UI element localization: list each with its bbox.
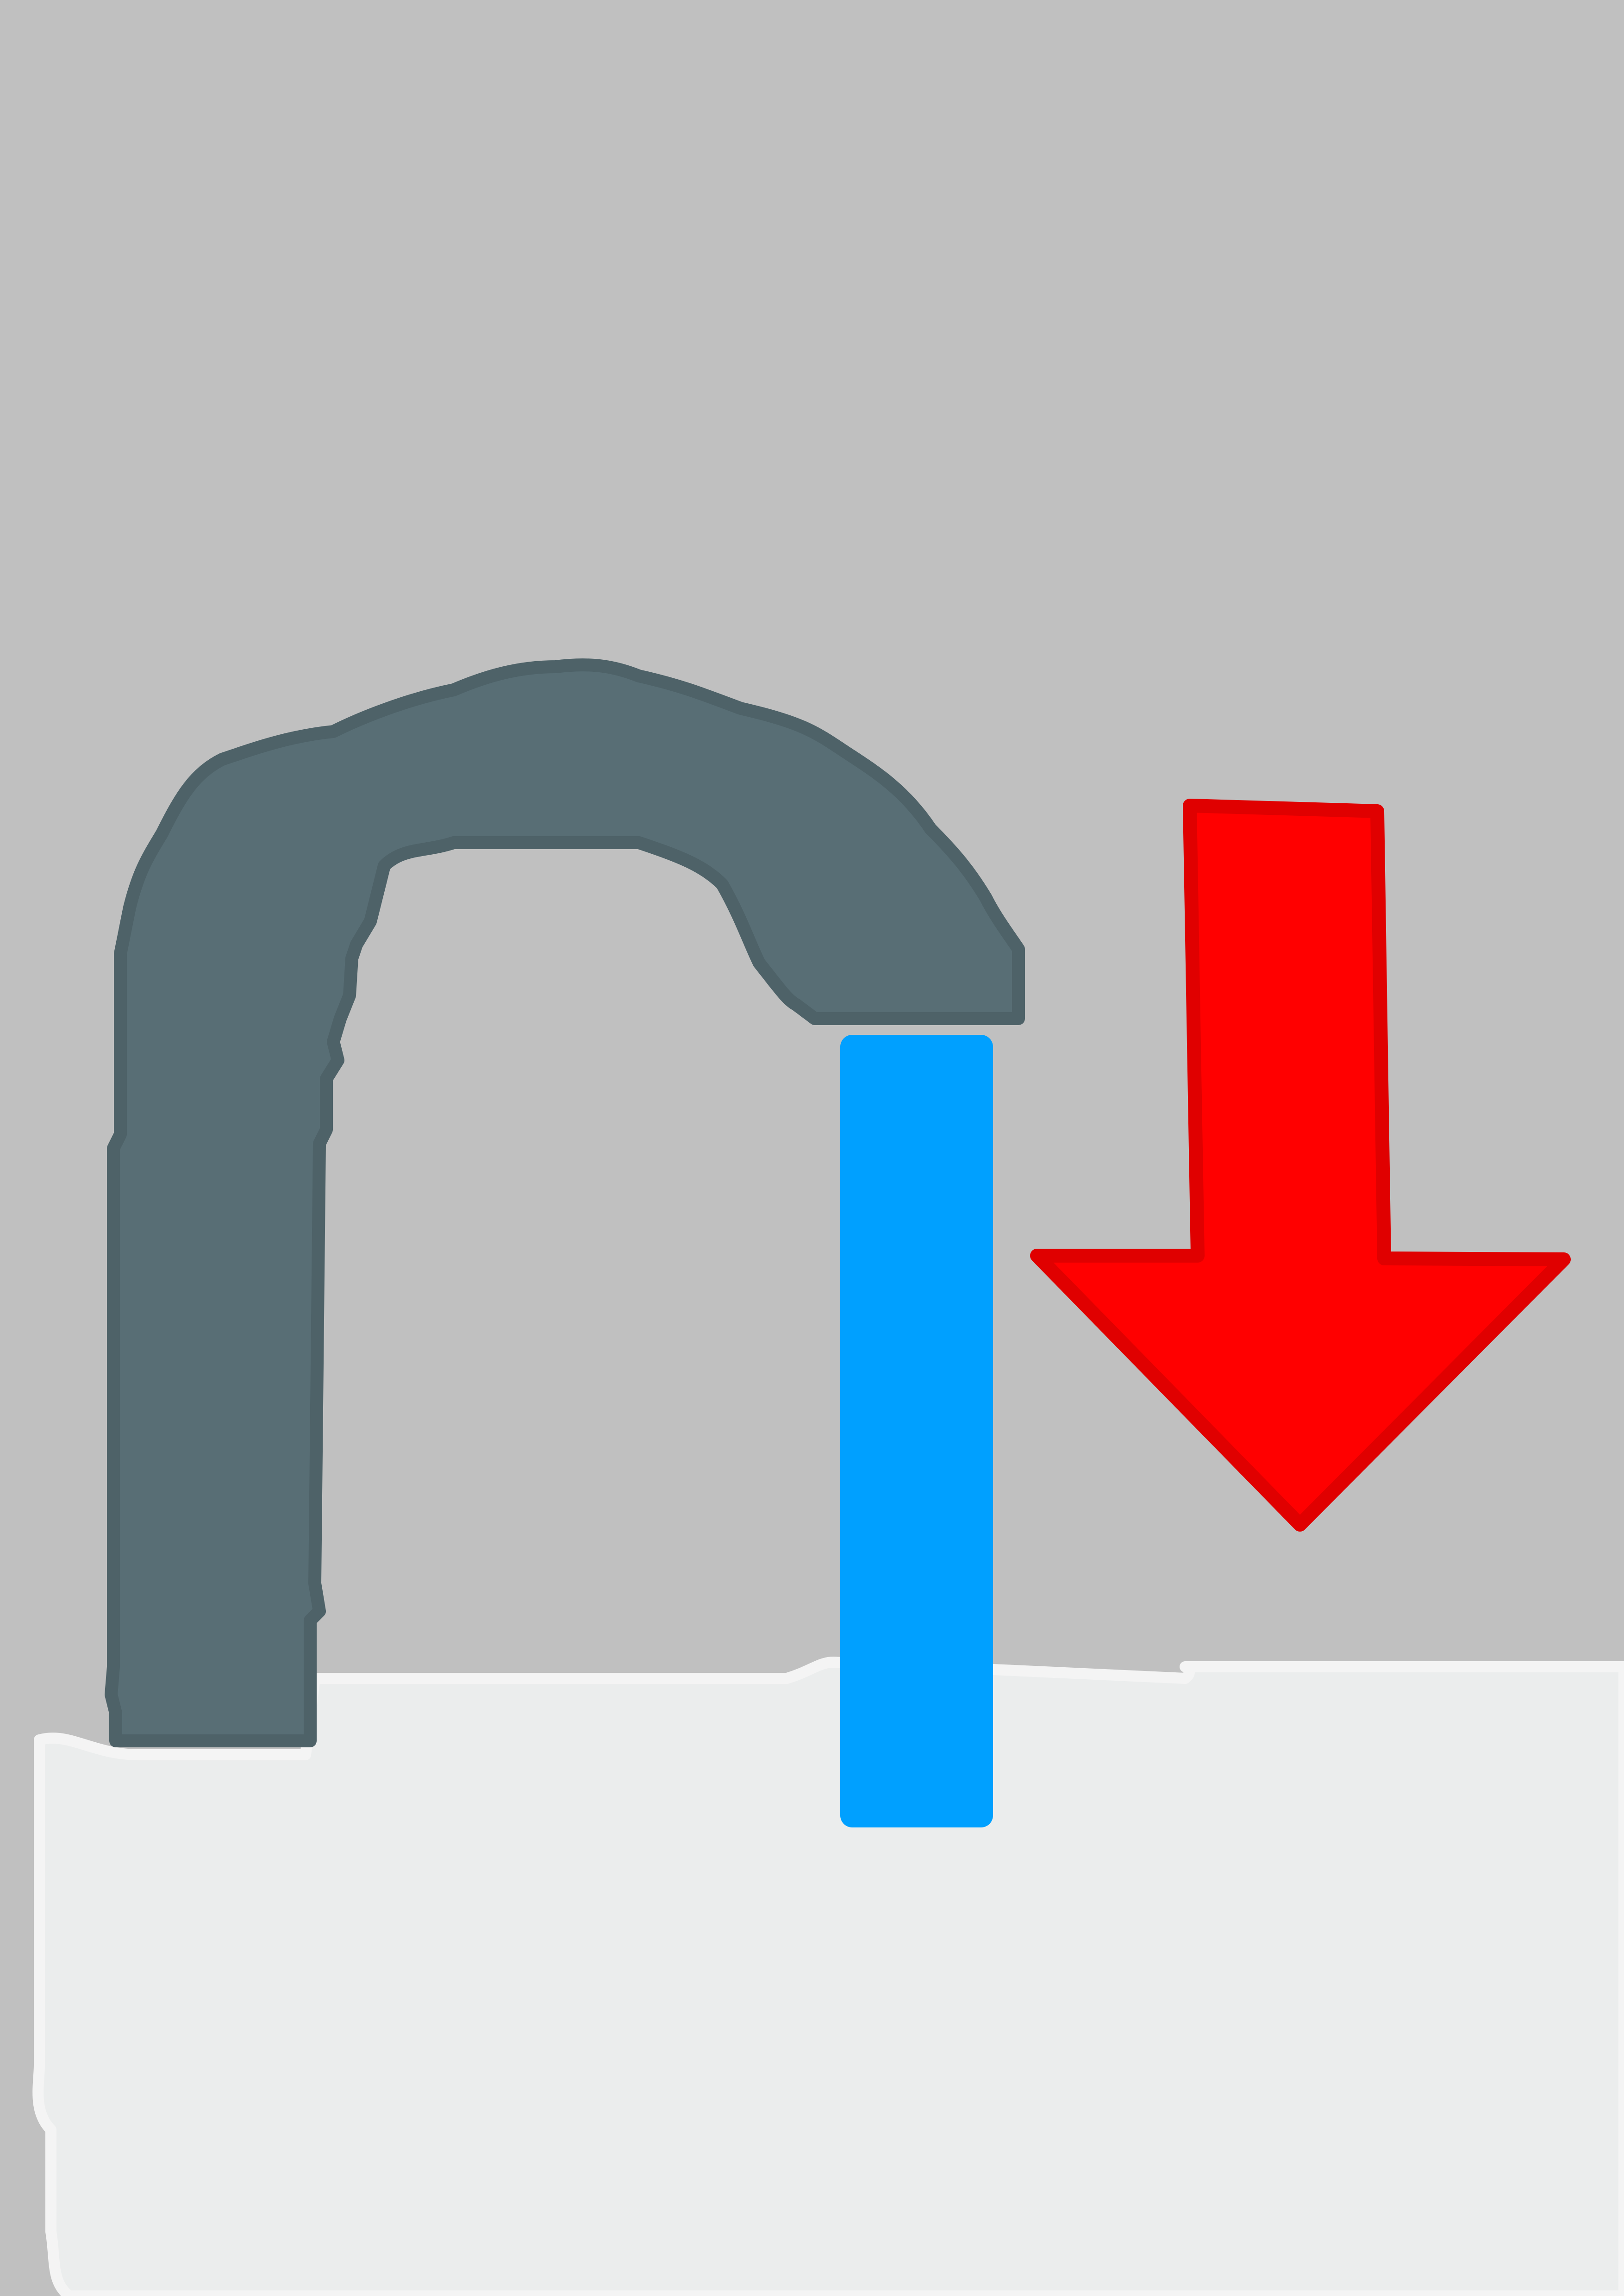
arrow-down-icon — [1030, 799, 1571, 1532]
lock-body — [32, 1657, 1624, 2296]
shackle-pin — [840, 1035, 993, 1827]
lock-shackle — [105, 658, 1025, 1747]
